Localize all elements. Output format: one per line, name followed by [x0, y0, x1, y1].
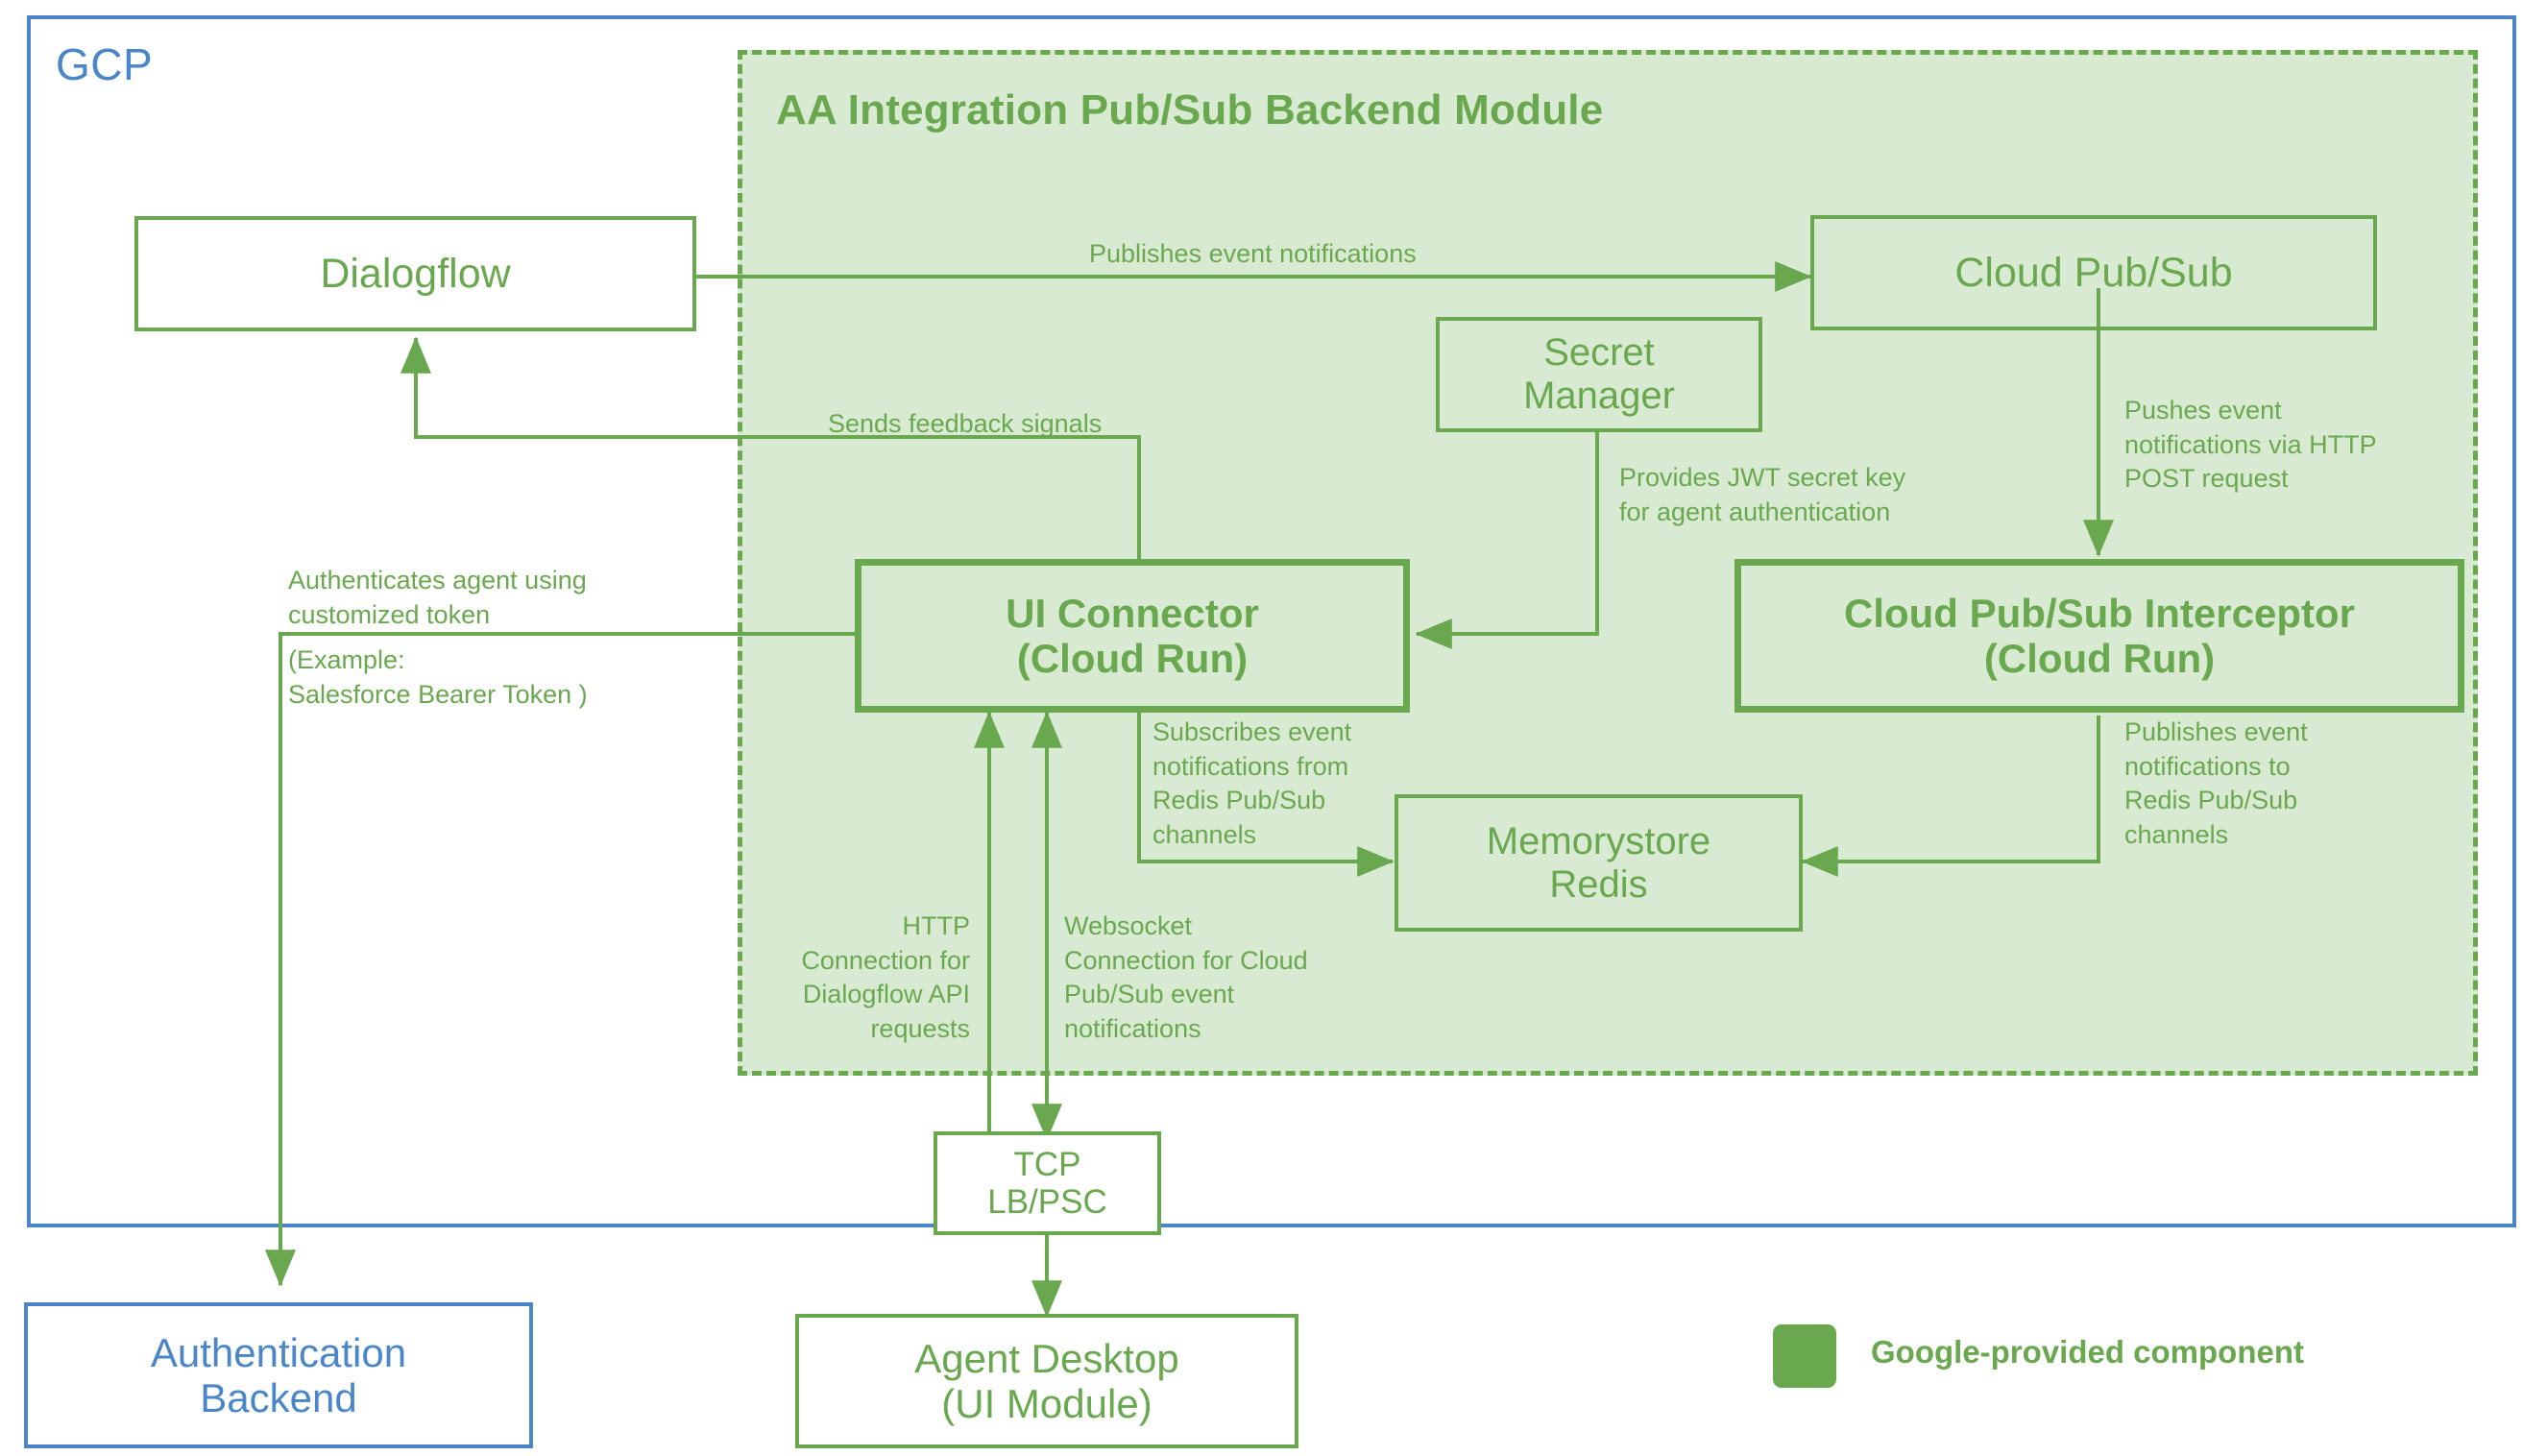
- legend-google-provided-label: Google-provided component: [1871, 1334, 2304, 1370]
- node-cloud-pubsub-interceptor[interactable]: Cloud Pub/Sub Interceptor(Cloud Run): [1734, 559, 2464, 713]
- legend-google-provided-swatch: [1773, 1324, 1836, 1388]
- node-ui-connector-label: UI Connector(Cloud Run): [1006, 590, 1259, 681]
- edge-label-publishes-event-notifications: Publishes event notifications: [1089, 239, 1417, 268]
- node-cloud-pubsub-interceptor-label: Cloud Pub/Sub Interceptor(Cloud Run): [1844, 590, 2355, 681]
- aa-integration-module-title: AA Integration Pub/Sub Backend Module: [776, 86, 1604, 133]
- gcp-region-label: GCP: [56, 39, 154, 89]
- gcp-boundary-region: [27, 15, 2516, 1227]
- node-dialogflow[interactable]: Dialogflow: [134, 216, 696, 331]
- node-agent-desktop[interactable]: Agent Desktop(UI Module): [795, 1314, 1298, 1448]
- edge-label-authenticates-agent-example: (Example:Salesforce Bearer Token ): [288, 645, 588, 709]
- edge-label-sends-feedback-signals: Sends feedback signals: [828, 409, 1103, 438]
- node-cloud-pubsub-label: Cloud Pub/Sub: [1954, 249, 2233, 296]
- node-cloud-pubsub[interactable]: Cloud Pub/Sub: [1810, 215, 2377, 330]
- node-agent-desktop-label: Agent Desktop(UI Module): [914, 1335, 1179, 1426]
- node-ui-connector[interactable]: UI Connector(Cloud Run): [855, 559, 1410, 713]
- node-dialogflow-label: Dialogflow: [320, 250, 511, 297]
